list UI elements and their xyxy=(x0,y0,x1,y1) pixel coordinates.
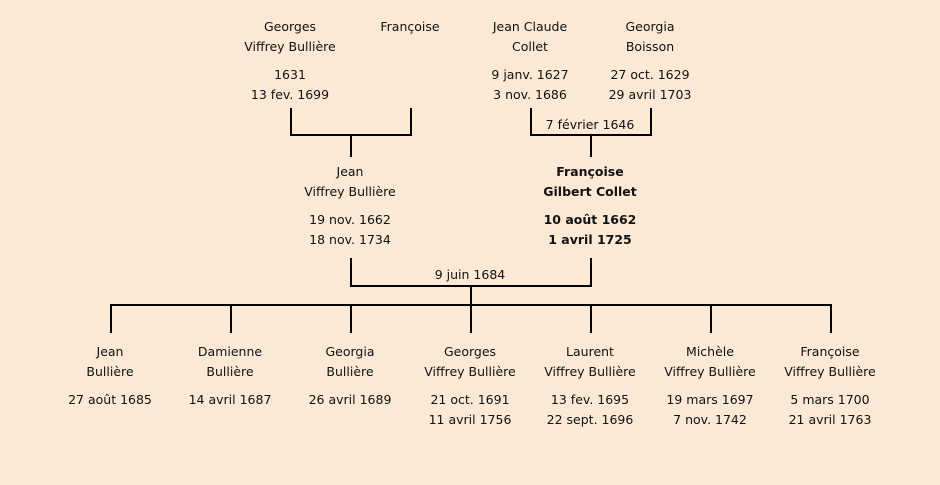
last-name xyxy=(340,37,480,57)
death-date: 18 nov. 1734 xyxy=(309,232,391,247)
birth-date: 19 nov. 1662 xyxy=(309,212,391,227)
last-name: Gilbert Collet xyxy=(543,184,637,199)
first-name: Jean xyxy=(96,344,124,359)
spacer xyxy=(520,202,660,210)
first-name: Jean xyxy=(336,164,364,179)
last-name: Viffrey Bullière xyxy=(244,39,336,54)
death-date: 22 sept. 1696 xyxy=(546,412,634,427)
birth-date: 10 août 1662 xyxy=(543,212,637,227)
death-date: 1 avril 1725 xyxy=(548,232,632,247)
death-date: 7 nov. 1742 xyxy=(673,412,747,427)
last-name: Bullière xyxy=(206,364,254,379)
spacer xyxy=(340,57,480,65)
first-name: Françoise xyxy=(800,344,860,359)
spacer xyxy=(160,382,300,390)
first-name: Damienne xyxy=(197,344,263,359)
first-name: Laurent xyxy=(566,344,614,359)
first-name: Georges xyxy=(263,19,317,34)
marriage-date: 7 février 1646 xyxy=(545,117,635,132)
birth-date: 14 avril 1687 xyxy=(188,392,272,407)
death-date: 21 avril 1763 xyxy=(788,412,872,427)
first-name: Jean Claude xyxy=(492,19,568,34)
marriage-date: 9 juin 1684 xyxy=(434,267,506,282)
spacer xyxy=(400,382,540,390)
spacer xyxy=(280,382,420,390)
last-name: Bullière xyxy=(326,364,374,379)
birth-date: 9 janv. 1627 xyxy=(491,67,569,82)
last-name: Viffrey Bullière xyxy=(304,184,396,199)
death-date xyxy=(160,410,300,430)
death-date: 11 avril 1756 xyxy=(428,412,512,427)
last-name: Viffrey Bullière xyxy=(664,364,756,379)
spacer xyxy=(580,57,720,65)
death-date xyxy=(280,410,420,430)
birth-date xyxy=(340,65,480,85)
last-name: Collet xyxy=(512,39,548,54)
death-date: 3 nov. 1686 xyxy=(493,87,567,102)
first-name: Françoise xyxy=(380,19,440,34)
birth-date: 5 mars 1700 xyxy=(790,392,870,407)
spacer xyxy=(520,382,660,390)
spacer xyxy=(220,57,360,65)
first-name: Georges xyxy=(443,344,497,359)
birth-date: 21 oct. 1691 xyxy=(430,392,510,407)
first-name: Michèle xyxy=(686,344,734,359)
last-name: Viffrey Bullière xyxy=(544,364,636,379)
birth-date: 26 avril 1689 xyxy=(308,392,392,407)
birth-date: 1631 xyxy=(274,67,306,82)
death-date xyxy=(40,410,180,430)
spacer xyxy=(760,382,900,390)
birth-date: 13 fev. 1695 xyxy=(550,392,630,407)
first-name: Georgia xyxy=(625,19,675,34)
last-name: Bullière xyxy=(86,364,134,379)
person-card[interactable]: Françoise xyxy=(340,17,480,105)
spacer xyxy=(280,202,420,210)
death-date xyxy=(340,85,480,105)
spacer xyxy=(460,57,600,65)
last-name: Boisson xyxy=(625,39,675,54)
first-name: Françoise xyxy=(556,164,624,179)
spacer xyxy=(640,382,780,390)
birth-date: 27 oct. 1629 xyxy=(610,67,690,82)
last-name: Viffrey Bullière xyxy=(424,364,516,379)
death-date: 13 fev. 1699 xyxy=(250,87,330,102)
birth-date: 19 mars 1697 xyxy=(666,392,754,407)
spacer xyxy=(40,382,180,390)
birth-date: 27 août 1685 xyxy=(68,392,152,407)
first-name: Georgia xyxy=(325,344,375,359)
last-name: Viffrey Bullière xyxy=(784,364,876,379)
death-date: 29 avril 1703 xyxy=(608,87,692,102)
